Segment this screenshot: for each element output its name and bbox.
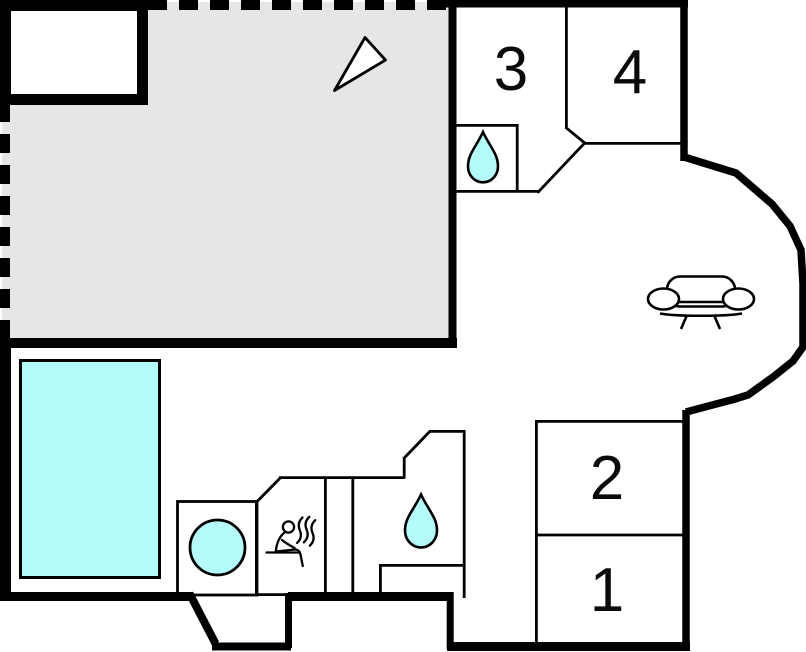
sauna-person-head [281,520,296,534]
sofa-icon [646,275,756,330]
steam-line [295,516,304,545]
wc-water-drop-icon [466,128,500,184]
bedrooms-1-2-walls [535,420,684,648]
bay-window-wall [682,153,806,416]
north-arrow-icon [333,36,387,92]
bathroom [379,429,466,598]
sauna-steam-lines [295,515,317,547]
sauna-person-arm [280,538,296,550]
sauna-person-icon [265,515,317,568]
sofa-leg-right [712,314,722,330]
sauna-person-back [274,531,286,553]
sauna-room [254,476,405,596]
room-2-label: 2 [590,444,624,513]
steam-line [302,515,311,544]
room-4-label: 4 [613,38,647,107]
outbuilding-box [0,0,148,105]
hot-tub-icon [188,518,247,577]
steam-line [308,519,317,547]
entrance-porch [185,591,292,651]
bathroom-water-drop-icon [403,491,439,549]
bathroom-diagonal-wall [402,429,432,460]
room-3-label: 3 [494,35,528,104]
swimming-pool [19,359,161,579]
wc-room [451,124,539,193]
bedrooms-3-4-walls [536,2,684,194]
sofa-front-line [659,312,743,318]
room-1-label: 1 [590,556,624,625]
sofa-leg-left [679,314,689,330]
porch-diagonal-wall [185,591,220,646]
sofa-armrest-right [721,287,756,311]
room3-room4-divider [565,2,586,145]
sauna-diagonal-wall [254,476,282,504]
hall-diagonal-wall [536,141,586,194]
sofa-armrest-left [646,287,681,311]
hot-tub-room [176,500,259,597]
